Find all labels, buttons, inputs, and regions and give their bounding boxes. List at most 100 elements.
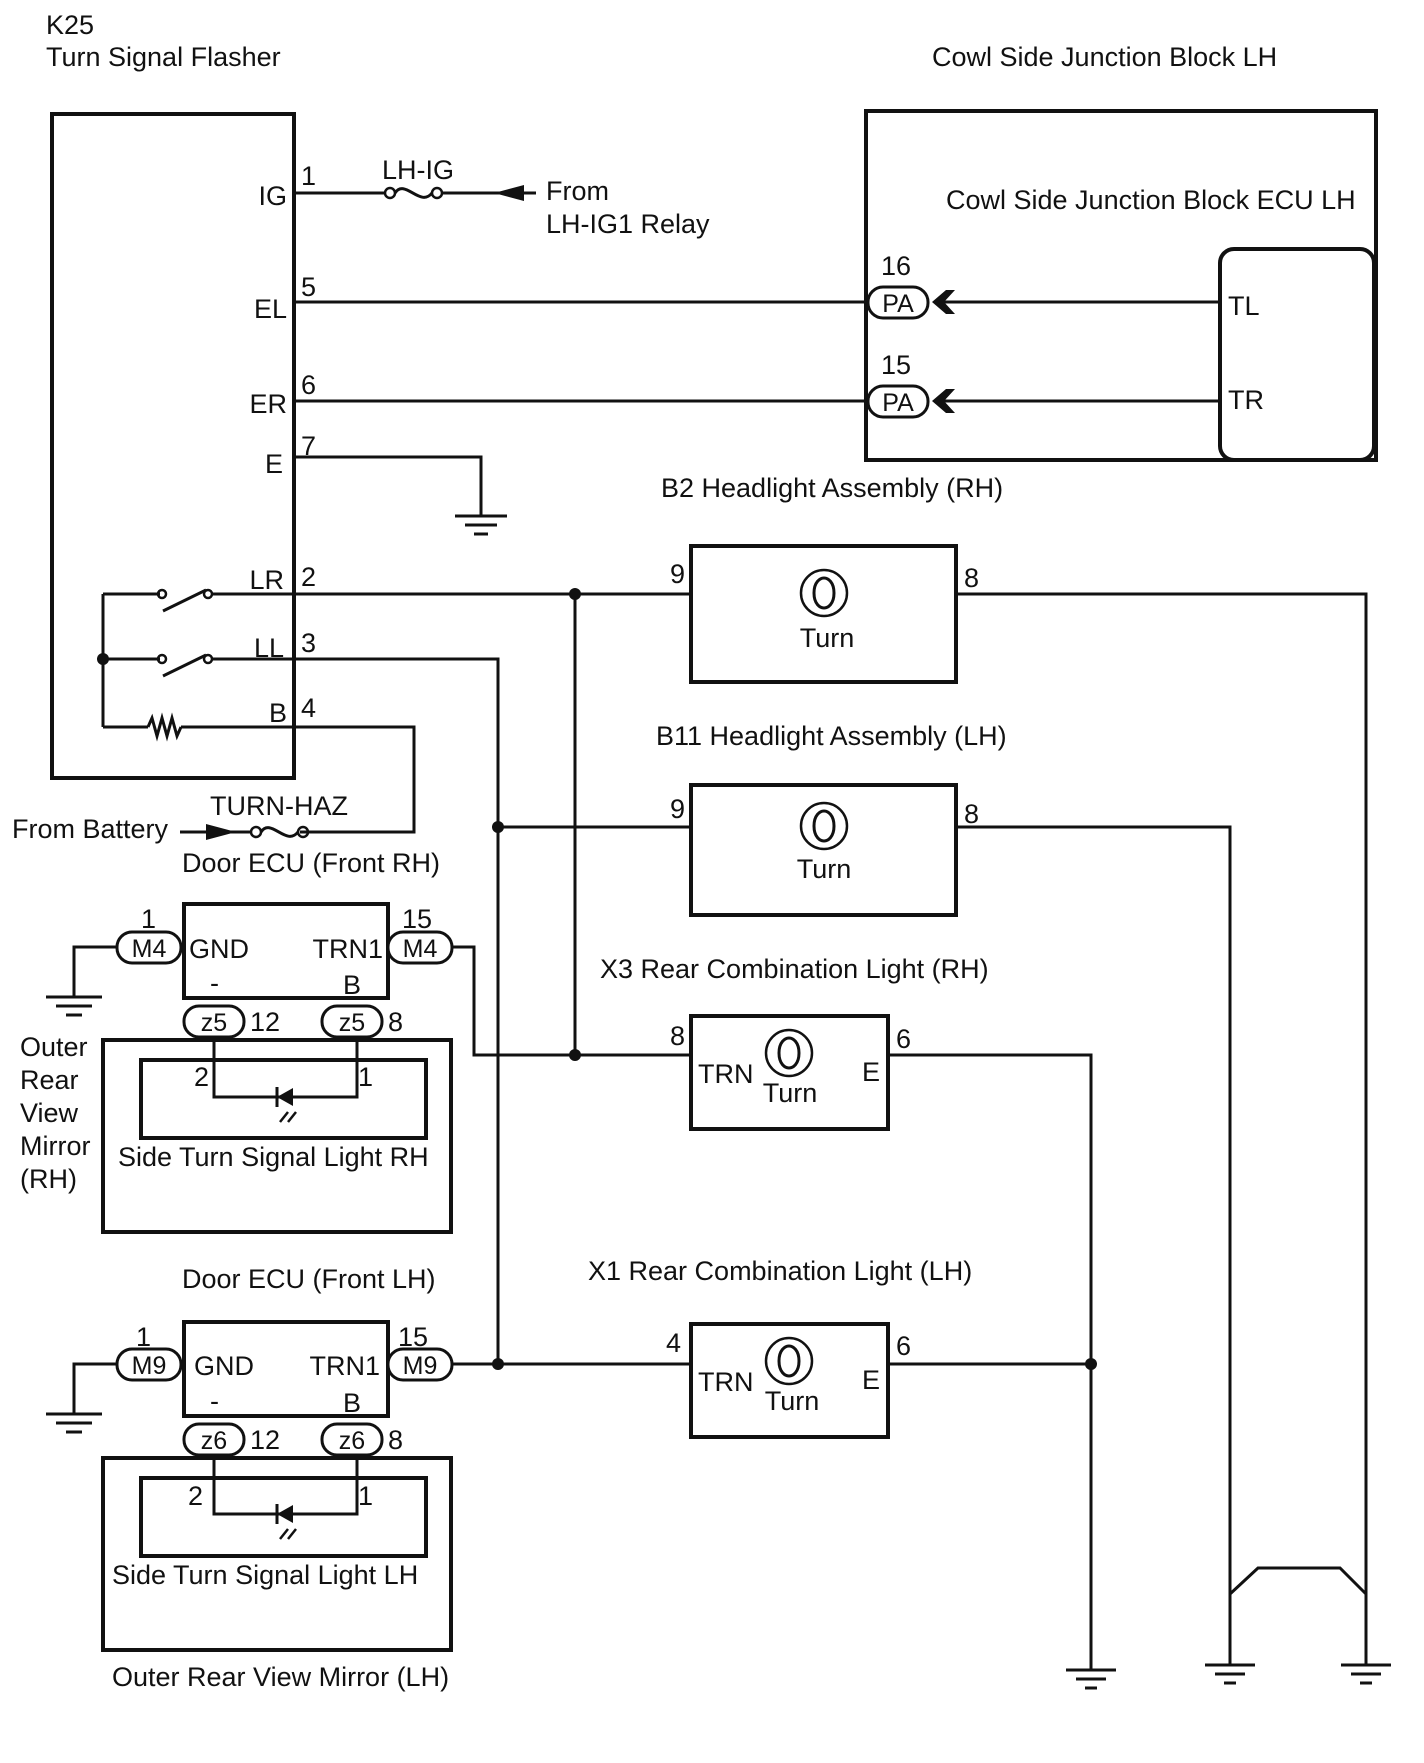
door-rh-b: B — [343, 970, 361, 1000]
pin-b: B — [269, 698, 287, 728]
bulb-icon — [799, 568, 849, 618]
side-turn-light-rh-label: Side Turn Signal Light RH — [118, 1142, 429, 1172]
pin-number-3: 3 — [301, 628, 316, 658]
mirror-rh-line-5: (RH) — [20, 1164, 77, 1194]
mirror-rh-line-1: Outer — [20, 1032, 88, 1062]
ecu-pin-tl: TL — [1228, 291, 1260, 321]
b2-pin-8: 8 — [964, 563, 979, 593]
b2-title: B2 Headlight Assembly (RH) — [661, 473, 1003, 503]
mirror-rh-line-2: Rear — [20, 1065, 79, 1095]
led-lh-pin-1: 1 — [358, 1481, 373, 1511]
cowl-ecu-label: Cowl Side Junction Block ECU LH — [946, 185, 1356, 215]
x1-lamp-label: Turn — [765, 1386, 820, 1416]
from-relay-line1: From — [546, 176, 609, 206]
b2-headlight-assembly-rh: B2 Headlight Assembly (RH) 9 8 Turn — [661, 473, 1003, 684]
outer-rear-view-mirror-rh: Outer Rear View Mirror (RH) 2 1 Side Tur… — [20, 1032, 453, 1234]
b11-title: B11 Headlight Assembly (LH) — [656, 721, 1007, 751]
z6-pin-12: 12 — [250, 1425, 280, 1455]
b2-lamp-label: Turn — [800, 623, 855, 653]
x1-rear-combination-light-lh: X1 Rear Combination Light (LH) 4 6 TRN E… — [588, 1256, 972, 1439]
b11-lamp-label: Turn — [797, 854, 852, 884]
connector-chevron-icon — [932, 290, 955, 314]
door-lh-pin-1: 1 — [136, 1322, 151, 1352]
mirror-rh-body — [101, 1038, 453, 1234]
mirror-lh-body — [101, 1456, 453, 1652]
connector-m9-right — [386, 1347, 454, 1382]
door-lh-title: Door ECU (Front LH) — [182, 1264, 436, 1294]
z5-pin-12: 12 — [250, 1007, 280, 1037]
door-lh-trn1: TRN1 — [309, 1351, 380, 1381]
b2-pin-9: 9 — [670, 559, 685, 589]
fuse-lh-ig-label: LH-IG — [382, 155, 454, 185]
bulb-icon — [764, 1336, 814, 1386]
x3-rear-combination-light-rh: X3 Rear Combination Light (RH) 8 6 TRN E… — [600, 954, 989, 1131]
pa-pin-15: 15 — [881, 350, 911, 380]
led-rh-pin-2: 2 — [194, 1062, 209, 1092]
door-rh-minus: - — [210, 968, 219, 998]
arrow-icon — [494, 185, 524, 201]
connector-chevron-icon — [932, 389, 955, 413]
connector-pa-15-label: PA — [882, 389, 914, 417]
connector-z5-right-label: z5 — [339, 1009, 365, 1037]
z5-pin-8: 8 — [388, 1007, 403, 1037]
flasher-name: Turn Signal Flasher — [46, 42, 281, 72]
x1-pin-6: 6 — [896, 1331, 911, 1361]
flasher-ground — [294, 455, 507, 536]
ecu-pin-tr: TR — [1228, 385, 1264, 415]
door-rh-title: Door ECU (Front RH) — [182, 848, 440, 878]
connector-m9-right-label: M9 — [403, 1352, 438, 1380]
mirror-lh-title: Outer Rear View Mirror (LH) — [112, 1662, 449, 1692]
battery-circuit: From Battery TURN-HAZ — [12, 791, 348, 844]
fuse-turn-haz-label: TURN-HAZ — [210, 791, 348, 821]
x1-pin-4: 4 — [666, 1328, 681, 1358]
side-turn-light-rh-body — [139, 1058, 428, 1140]
door-lh-gnd: GND — [194, 1351, 254, 1381]
x3-body — [689, 1014, 890, 1131]
x1-title: X1 Rear Combination Light (LH) — [588, 1256, 972, 1286]
turn-signal-flasher: K25 Turn Signal Flasher IG EL ER E LR LL… — [46, 10, 316, 780]
b11-headlight-assembly-lh: B11 Headlight Assembly (LH) 9 8 Turn — [656, 721, 1007, 917]
connector-pa-15 — [866, 384, 930, 419]
pin-el: EL — [254, 294, 287, 324]
door-rh-gnd: GND — [189, 934, 249, 964]
led-rh-pin-1: 1 — [358, 1062, 373, 1092]
main-wiring — [294, 588, 1368, 1670]
fuse-icon — [383, 186, 444, 200]
ground-b2 — [1341, 1650, 1391, 1685]
pa-pin-16: 16 — [881, 251, 911, 281]
cowl-ecu-body — [1218, 247, 1376, 462]
bulb-icon — [799, 801, 849, 851]
connector-z6-right — [320, 1422, 384, 1457]
connector-m4-left-label: M4 — [132, 935, 167, 963]
x3-pin-6: 6 — [896, 1024, 911, 1054]
b11-body — [689, 783, 958, 917]
x1-body — [689, 1322, 890, 1439]
led-lh-pin-2: 2 — [188, 1481, 203, 1511]
led-icon — [275, 1504, 297, 1540]
b11-pin-8: 8 — [964, 799, 979, 829]
flasher-body — [50, 112, 296, 780]
connector-pa-16 — [866, 285, 930, 320]
from-relay-line2: LH-IG1 Relay — [546, 209, 710, 239]
cowl-title: Cowl Side Junction Block LH — [932, 42, 1277, 72]
x1-trn-label: TRN — [698, 1367, 754, 1397]
connector-m4-right-label: M4 — [403, 935, 438, 963]
fuse-icon — [249, 825, 310, 839]
connector-m4-right — [386, 930, 454, 965]
pin-number-2: 2 — [301, 562, 316, 592]
x3-lamp-label: Turn — [763, 1078, 818, 1108]
side-turn-light-lh-body — [139, 1476, 428, 1558]
side-turn-light-lh-label: Side Turn Signal Light LH — [112, 1560, 418, 1590]
x3-e-label: E — [862, 1057, 880, 1087]
mirror-rh-line-3: View — [20, 1098, 79, 1128]
flasher-code: K25 — [46, 10, 94, 40]
b2-body — [689, 544, 958, 684]
pin-e: E — [265, 449, 283, 479]
led-icon — [275, 1087, 297, 1123]
junction-dot — [97, 653, 109, 665]
z6-pin-8: 8 — [388, 1425, 403, 1455]
pin-er: ER — [249, 389, 287, 419]
ig-circuit: LH-IG From LH-IG1 Relay — [294, 155, 710, 239]
connector-z6-left-label: z6 — [201, 1427, 227, 1455]
